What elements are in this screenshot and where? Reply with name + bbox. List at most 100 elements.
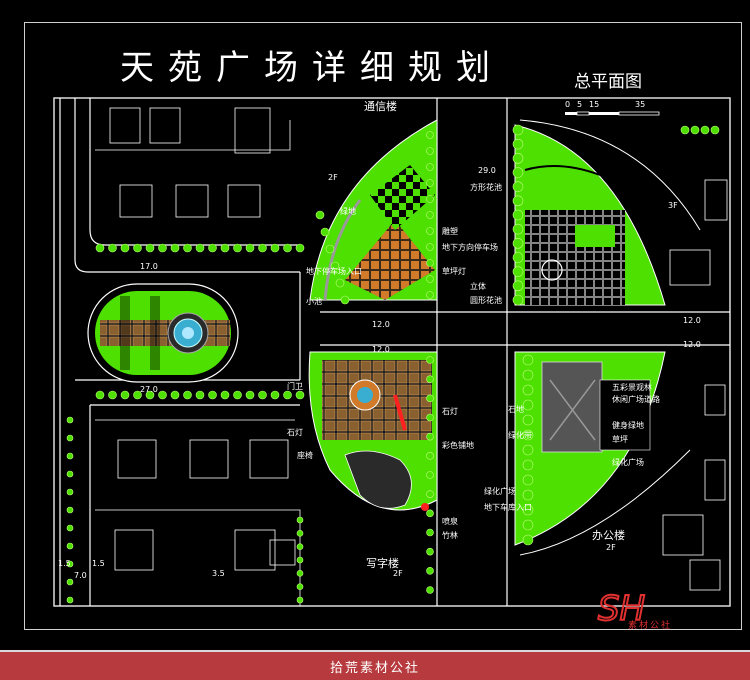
footer-bar: 拾荒素材公社 bbox=[0, 650, 750, 680]
tree-symbol bbox=[295, 243, 305, 253]
tree-symbol bbox=[233, 243, 242, 253]
site-plan bbox=[53, 97, 731, 607]
tree-symbol bbox=[522, 369, 534, 381]
tree-symbol bbox=[158, 243, 167, 253]
scale-label-5: 5 bbox=[577, 100, 583, 109]
tree-symbol bbox=[66, 578, 74, 586]
tree-symbol bbox=[340, 295, 350, 305]
label-wuxiadeng: 草坪灯 bbox=[442, 267, 466, 276]
tree-symbol bbox=[66, 470, 74, 478]
tree-symbol bbox=[158, 390, 167, 400]
tree-symbol bbox=[120, 390, 130, 400]
tree-symbol bbox=[66, 542, 74, 550]
label-men: 门卫 bbox=[287, 382, 303, 391]
tree-symbol bbox=[320, 227, 330, 237]
plan-subtitle: 总平面图 bbox=[574, 72, 642, 92]
tree-symbol bbox=[133, 390, 142, 400]
tree-symbol bbox=[95, 243, 105, 253]
tree-symbol bbox=[426, 356, 434, 364]
label-fangxing-huachi: 方形花池 bbox=[470, 183, 502, 192]
tree-symbol bbox=[258, 390, 267, 400]
tree-symbol bbox=[426, 452, 434, 460]
dimension-right-1: 12.0 bbox=[683, 316, 701, 325]
tree-symbol bbox=[296, 543, 304, 550]
tree-symbol bbox=[296, 516, 304, 524]
tree-symbol bbox=[296, 556, 304, 564]
tree-symbol bbox=[170, 243, 180, 253]
tree-symbol bbox=[690, 125, 700, 135]
tree-symbol bbox=[426, 471, 434, 479]
label-xiaochi: 小池 bbox=[306, 297, 322, 306]
tree-symbol bbox=[426, 163, 434, 171]
tree-symbol bbox=[208, 390, 217, 400]
label-dixia-right: 地下方向停车场 bbox=[442, 243, 498, 252]
label-lvhuadi: 绿化带 bbox=[508, 431, 532, 440]
label-shishi-right: 石灯 bbox=[442, 407, 458, 416]
label-ganzhu: 竹林 bbox=[442, 531, 458, 540]
tree-symbol bbox=[512, 238, 524, 249]
tree-symbol bbox=[183, 390, 192, 400]
tree-symbol bbox=[426, 195, 434, 203]
tree-symbol bbox=[95, 390, 105, 400]
svg-text:SH: SH bbox=[598, 589, 645, 628]
tree-symbol bbox=[335, 278, 345, 288]
tree-symbol bbox=[183, 243, 192, 253]
tree-symbol bbox=[426, 243, 434, 251]
tree-symbol bbox=[145, 243, 155, 253]
tree-symbol bbox=[108, 243, 117, 253]
tree-symbol bbox=[426, 413, 434, 422]
scale-bar: 0 5 15 35 bbox=[565, 100, 685, 123]
tree-symbol bbox=[512, 266, 524, 277]
tree-symbol bbox=[258, 243, 267, 253]
tree-symbol bbox=[270, 243, 280, 253]
tree-symbol bbox=[66, 506, 74, 514]
tree-symbol bbox=[512, 124, 524, 136]
tree-symbol bbox=[522, 519, 534, 531]
tree-symbol bbox=[512, 181, 524, 192]
tree-symbol bbox=[426, 432, 434, 441]
scale-label-0: 0 bbox=[565, 100, 571, 109]
scale-label-15: 15 bbox=[589, 100, 600, 109]
tree-symbol bbox=[66, 416, 74, 424]
right-list-4: 绿化广场 bbox=[612, 458, 644, 467]
dimension-center-2: 12.0 bbox=[372, 345, 390, 354]
tree-symbol bbox=[283, 390, 292, 400]
label-yuanxing-huachi: 圆形花池 bbox=[470, 296, 502, 305]
tree-symbol bbox=[295, 390, 305, 400]
tree-symbol bbox=[315, 210, 325, 220]
tree-symbol bbox=[296, 583, 304, 590]
tree-symbol bbox=[522, 384, 534, 396]
tree-symbol bbox=[66, 560, 74, 568]
tree-symbol bbox=[522, 354, 534, 366]
tree-symbol bbox=[233, 390, 242, 400]
label-lvhua-guangchang: 绿化广场 bbox=[484, 487, 516, 496]
tree-symbol bbox=[66, 524, 74, 532]
tree-symbol bbox=[325, 244, 335, 254]
right-list-3: 草坪 bbox=[612, 435, 628, 444]
central-upper-plaza bbox=[309, 119, 438, 301]
tree-symbol bbox=[522, 429, 534, 441]
building-label-office: 办公楼 bbox=[592, 529, 625, 542]
tree-symbol bbox=[66, 488, 74, 496]
tree-symbol bbox=[522, 534, 534, 546]
oval-fountain-plaza bbox=[87, 283, 239, 383]
tree-symbol bbox=[512, 294, 524, 306]
tree-symbol bbox=[145, 390, 155, 400]
residential-block-top-left bbox=[95, 107, 291, 218]
residential-block-bottom-left bbox=[95, 419, 301, 606]
tree-symbol bbox=[426, 509, 434, 518]
tree-symbol bbox=[120, 243, 130, 253]
tree-symbol bbox=[220, 243, 230, 253]
tree-symbol bbox=[426, 275, 434, 283]
tree-symbol bbox=[700, 125, 710, 135]
tree-symbol bbox=[296, 596, 304, 604]
dimension-left-2: 27.0 bbox=[140, 385, 158, 394]
tree-symbol bbox=[426, 227, 434, 235]
watermark-logo: SH bbox=[597, 588, 646, 628]
right-list-0: 五彩景观林 bbox=[612, 383, 652, 392]
label-lvdi: 绿地 bbox=[340, 207, 356, 216]
tree-symbol bbox=[426, 490, 434, 498]
floor-label-writing: 2F bbox=[393, 569, 403, 578]
floor-label-right-upper: 3F bbox=[668, 201, 678, 210]
residential-block-right bbox=[662, 179, 728, 591]
